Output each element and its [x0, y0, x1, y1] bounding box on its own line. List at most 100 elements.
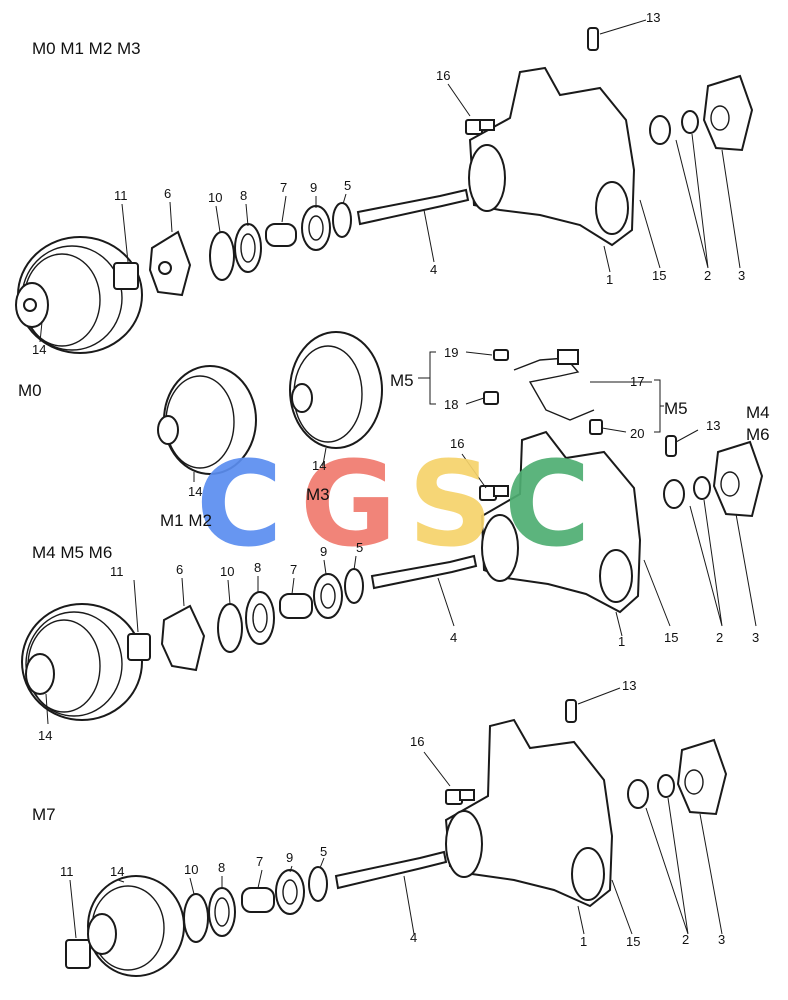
part-number: 8 [240, 188, 247, 203]
pulley-14-m1m2 [157, 365, 257, 475]
watermark-letter-g: G [300, 435, 397, 573]
model-label-m0-group: M0 M1 M2 M3 [32, 39, 141, 58]
part-number: 7 [256, 854, 263, 869]
impeller-3-mid [712, 440, 764, 518]
shaft-4-top [356, 188, 470, 226]
part-number: 8 [254, 560, 261, 575]
model-label-m0: M0 [18, 381, 42, 400]
nut-11-mid [127, 633, 151, 661]
snap-ring-10-mid [217, 603, 243, 653]
part-number: 8 [218, 860, 225, 875]
pump-housing-1-mid [480, 430, 642, 614]
part-number: 16 [450, 436, 464, 451]
bottom-assembly [65, 687, 728, 977]
part-number: 9 [310, 180, 317, 195]
bearing-9-mid [313, 573, 343, 619]
snap-ring-10-top [209, 231, 235, 281]
part-number: 19 [444, 345, 458, 360]
part-number: 17 [630, 374, 644, 389]
bearing-8-top [234, 223, 262, 273]
bearing-9-bottom [275, 869, 305, 915]
shaft-4-mid [370, 554, 478, 590]
part-number: 9 [286, 850, 293, 865]
part-number: 11 [60, 864, 74, 879]
part-number: 16 [436, 68, 450, 83]
part-number: 14 [38, 728, 52, 743]
part-number: 1 [606, 272, 613, 287]
part-number: 5 [356, 540, 363, 555]
watermark-letter-s: S [408, 435, 493, 573]
seal-2a-top [649, 115, 671, 145]
spacer-7-mid [279, 593, 313, 619]
seal-2b-mid [693, 476, 711, 500]
part-number: 2 [716, 630, 723, 645]
part-number: 14 [188, 484, 202, 499]
impeller-3-bottom [676, 738, 728, 816]
model-label-m3: M3 [306, 485, 330, 504]
snap-ring-10-bottom [183, 893, 209, 943]
washer-5-mid [344, 568, 364, 604]
part-number: 13 [622, 678, 636, 693]
watermark-letter-c1: C [196, 435, 283, 573]
part-number: 13 [706, 418, 720, 433]
part-number: 4 [450, 630, 457, 645]
seal-2a-mid [663, 479, 685, 509]
model-label-m4: M4 [746, 403, 770, 422]
part-number: 16 [410, 734, 424, 749]
watermark-letter-c2: C [504, 435, 591, 573]
pump-housing-1-bottom [444, 718, 614, 908]
grease-nipple-13-bottom [565, 687, 621, 723]
bolt-16-mid [479, 485, 509, 501]
washer-5-top [332, 202, 352, 238]
grease-nipple-13-mid [665, 435, 677, 457]
part-number: 2 [682, 932, 689, 947]
part-number: 13 [646, 10, 660, 25]
part-number: 7 [280, 180, 287, 195]
part-number: 15 [652, 268, 666, 283]
part-number: 6 [164, 186, 171, 201]
part-number: 15 [626, 934, 640, 949]
pulley-14-m3 [289, 331, 383, 449]
model-label-m6: M6 [746, 425, 770, 444]
bolt-16-top [447, 83, 495, 135]
part-number: 6 [176, 562, 183, 577]
part-number: 1 [618, 634, 625, 649]
part-number: 15 [664, 630, 678, 645]
oil-pipe-17 [513, 349, 595, 421]
impeller-3-top [702, 74, 754, 152]
bolt-16-bottom [423, 751, 475, 805]
part-number: 5 [344, 178, 351, 193]
part-number: 4 [430, 262, 437, 277]
part-number: 1 [580, 934, 587, 949]
part-number: 5 [320, 844, 327, 859]
pump-housing-1-top [468, 66, 636, 247]
bearing-8-mid [245, 591, 275, 645]
part-number: 11 [114, 188, 128, 203]
bolt-18 [483, 391, 499, 405]
part-number: 7 [290, 562, 297, 577]
watermark-logo: C G S C [196, 435, 591, 573]
part-number: 4 [410, 930, 417, 945]
part-number: 3 [738, 268, 745, 283]
shaft-4-bottom [334, 850, 448, 890]
model-label-m4-group: M4 M5 M6 [32, 543, 112, 562]
spacer-7-bottom [241, 887, 275, 913]
nut-11-top [113, 262, 139, 290]
part-number: 10 [220, 564, 234, 579]
seal-2b-top [681, 110, 699, 134]
part-number: 11 [110, 564, 124, 579]
hub-6-top [148, 230, 192, 297]
seal-2a-bottom [627, 779, 649, 809]
pulley-14-bottom [87, 875, 185, 977]
part-number: 20 [630, 426, 644, 441]
bolt-19 [493, 349, 509, 361]
part-number: 14 [312, 458, 326, 473]
seal-2b-bottom [657, 774, 675, 798]
grease-nipple-13-top [587, 19, 647, 51]
bearing-8-bottom [208, 887, 236, 937]
part-number: 10 [208, 190, 222, 205]
part-number: 3 [752, 630, 759, 645]
top-assembly [15, 19, 754, 354]
